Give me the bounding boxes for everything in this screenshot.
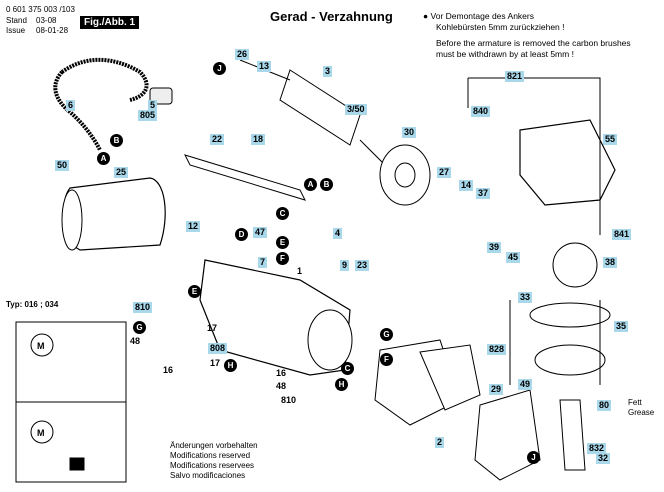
part-828: 828 [487,344,507,355]
part-840: 840 [471,106,491,117]
wiring-diagram-1 [15,321,127,403]
part-4: 4 [333,228,343,239]
cord [60,57,149,102]
issue-date: 08-01-28 [36,26,69,35]
part-37: 37 [476,188,491,199]
part-26: 26 [235,49,250,60]
footer-line-1: Änderungen vorbehalten [170,441,258,450]
part-1: 1 [297,266,303,276]
part-6: 6 [66,100,76,111]
part-48-a: 48 [130,336,141,346]
part-12: 12 [186,221,201,232]
part-810-a: 810 [133,302,153,313]
note-de-line1: ● Vor Demontage des Ankers [423,11,534,21]
figure-label: Fig./Abb. 1 [80,16,140,29]
part-80: 80 [597,400,612,411]
part-13: 13 [257,61,272,72]
part-16-b: 16 [276,368,287,378]
part-29: 29 [489,384,504,395]
marker-c-1: C [276,207,289,220]
marker-f-1: F [276,252,289,265]
part-50: 50 [55,160,70,171]
part-9: 9 [340,260,350,271]
note-de-line2: Kohlebürsten 5mm zurückziehen ! [436,22,565,32]
part-27: 27 [437,167,452,178]
part-841: 841 [612,229,632,240]
spindle-icon [559,399,586,471]
marker-e-2: E [188,285,201,298]
footer-line-4: Salvo modificaciones [170,471,246,480]
marker-h-2: H [335,378,348,391]
svg-text:M: M [37,428,45,438]
note-en-line2: must be withdrawn by at least 5mm ! [436,49,574,59]
part-14: 14 [459,180,474,191]
fan-icon [379,144,431,206]
part-5: 5 [148,100,158,111]
issue-label: Issue [6,26,26,35]
marker-h-1: H [224,359,237,372]
guard-icon [474,389,541,481]
brush-plate-icon [184,154,306,201]
marker-j-1: J [213,62,226,75]
marker-j-2: J [527,451,540,464]
marker-a-2: A [304,178,317,191]
part-23: 23 [355,260,370,271]
marker-f-2: F [380,353,393,366]
page-title: Gerad - Verzahnung [270,9,393,24]
marker-c-2: C [341,362,354,375]
marker-b-2: B [320,178,333,191]
part-47: 47 [253,227,268,238]
marker-a-1: A [97,152,110,165]
typ-label: Typ: 016 ; 034 [6,300,59,309]
part-3: 3 [323,66,333,77]
bevel-gear-icon [552,242,598,288]
part-39: 39 [487,242,502,253]
part-18: 18 [251,134,266,145]
part-48-b: 48 [276,381,287,391]
part-32: 32 [596,453,611,464]
svg-text:M: M [37,341,45,351]
part-832: 832 [587,443,607,454]
stand-label: Stand [6,16,27,25]
part-810-b: 810 [281,395,297,405]
note-en-line1: Before the armature is removed the carbo… [436,38,631,48]
gear-head-icon [519,119,616,206]
marker-g-1: G [133,321,146,334]
stand-date: 03-08 [36,16,57,25]
marker-g-2: G [380,328,393,341]
part-821: 821 [505,71,525,82]
part-number: 0 601 375 003 /103 [6,5,75,14]
part-45: 45 [506,252,521,263]
part-55: 55 [603,134,618,145]
part-808: 808 [208,343,228,354]
marker-b-1: B [110,134,123,147]
grease-en: Grease [628,408,655,417]
part-35: 35 [614,321,629,332]
part-805: 805 [138,110,158,121]
bullet-icon: ● [423,11,429,21]
wiring-diagram-2 [15,401,127,483]
part-17-b: 17 [210,358,221,368]
footer-line-3: Modifications reservees [170,461,255,470]
armature-icon [279,69,361,146]
part-3-50: 3/50 [345,104,367,115]
part-33: 33 [518,292,533,303]
part-25: 25 [114,167,129,178]
marker-d-1: D [235,228,248,241]
part-22: 22 [210,134,225,145]
part-49-a: 49 [518,379,533,390]
grease-de: Fett [628,398,642,407]
marker-e-1: E [276,236,289,249]
footer-line-2: Modifications reserved [170,451,251,460]
part-16-a: 16 [163,365,174,375]
part-7: 7 [258,257,268,268]
part-17-a: 17 [207,323,218,333]
part-2: 2 [435,437,445,448]
part-30: 30 [402,127,417,138]
part-38: 38 [603,257,618,268]
